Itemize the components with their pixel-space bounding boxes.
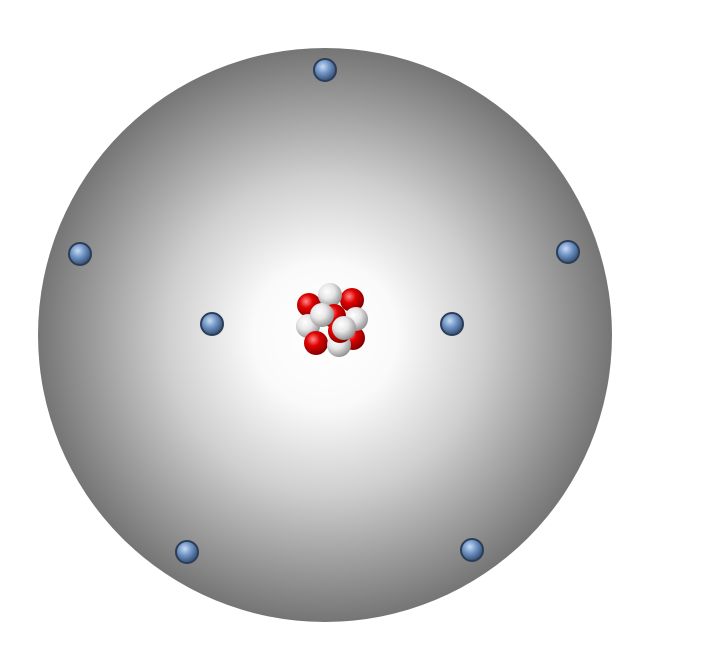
- neutron: [332, 316, 356, 340]
- inner-shell-electron: [200, 312, 224, 336]
- outer-shell-electron: [68, 242, 92, 266]
- nucleus: [296, 283, 368, 357]
- inner-shell-electron: [440, 312, 464, 336]
- outer-shell-electron: [556, 240, 580, 264]
- outer-shell-electron: [460, 538, 484, 562]
- neutron: [310, 303, 334, 327]
- neutron: [318, 283, 342, 307]
- outer-shell-electron: [175, 540, 199, 564]
- proton: [340, 288, 364, 312]
- electron-cloud: [38, 48, 612, 622]
- outer-shell-electron: [313, 58, 337, 82]
- electrons: [68, 58, 580, 564]
- proton: [304, 331, 328, 355]
